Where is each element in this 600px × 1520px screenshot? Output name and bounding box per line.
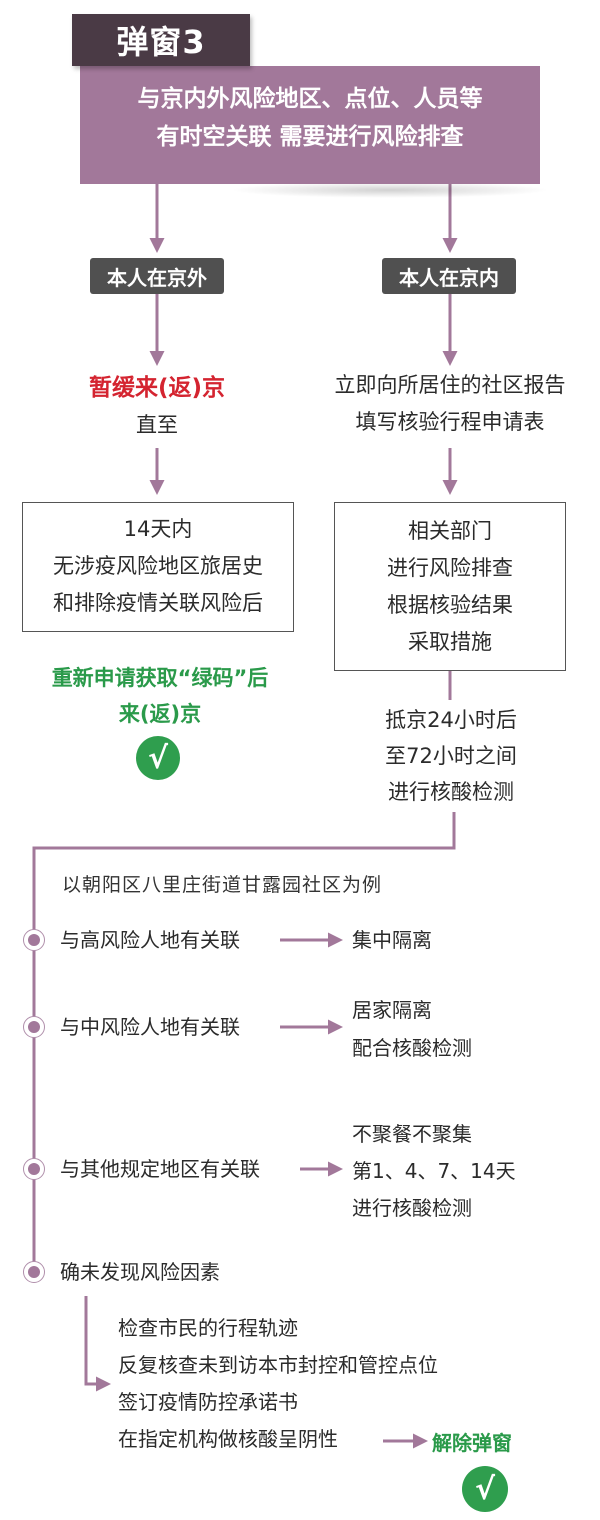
final-step: 在指定机构做核酸呈阴性: [118, 1427, 338, 1451]
final-step: 反复核查未到访本市封控和管控点位: [118, 1353, 438, 1377]
bullet-dot: [23, 1261, 45, 1283]
header-shadow: [230, 182, 550, 198]
mid-risk-result: 居家隔离: [352, 998, 432, 1022]
example-caption: 以朝阳区八里庄街道甘露园社区为例: [62, 874, 383, 896]
fill-form-text: 填写核验行程申请表: [355, 410, 545, 434]
left-step-text: 暂缓来(返)京 直至: [40, 370, 274, 444]
bullet-dot: [23, 929, 45, 951]
green-code-line-1: 重新申请获取“绿码”后: [51, 666, 269, 690]
after-line: 抵京24小时后: [385, 708, 517, 732]
check-icon: √: [462, 1466, 508, 1512]
arrow-final-branch: [84, 1296, 111, 1392]
green-code-line-2: 来(返)京: [118, 702, 202, 726]
after-line: 至72小时之间: [385, 744, 517, 768]
mid-risk-label: 与中风险人地有关联: [60, 1015, 240, 1039]
popup-tag: 弹窗3: [72, 14, 250, 66]
release-popup-text: 解除弹窗: [432, 1431, 512, 1455]
other-region-result: 进行核酸检测: [352, 1196, 472, 1220]
other-region-results: 不聚餐不聚集 第1、4、7、14天 进行核酸检测: [352, 1116, 516, 1227]
inside-beijing-pill: 本人在京内: [382, 258, 516, 294]
final-step: 检查市民的行程轨迹: [118, 1316, 298, 1340]
left-box-line: 无涉疫风险地区旅居史: [53, 554, 263, 578]
no-risk-label: 确未发现风险因素: [60, 1260, 220, 1284]
green-code-text: 重新申请获取“绿码”后 来(返)京: [10, 660, 310, 732]
right-box-line: 根据核验结果: [387, 593, 513, 617]
final-steps: 检查市民的行程轨迹 反复核查未到访本市封控和管控点位 签订疫情防控承诺书 在指定…: [118, 1310, 438, 1458]
check-icon: √: [136, 736, 180, 780]
header-line-1: 与京内外风险地区、点位、人员等: [137, 86, 483, 112]
high-risk-label: 与高风险人地有关联: [60, 928, 240, 952]
header-text: 与京内外风险地区、点位、人员等 有时空关联 需要进行风险排查: [80, 80, 540, 156]
line-main-spine: [32, 812, 456, 1272]
after-line: 进行核酸检测: [388, 780, 514, 804]
right-box-line: 相关部门: [408, 519, 492, 543]
bullet-dot: [23, 1016, 45, 1038]
report-community-text: 立即向所居住的社区报告: [334, 373, 566, 397]
mid-risk-result: 配合核酸检测: [352, 1036, 472, 1060]
until-text: 直至: [136, 413, 178, 437]
final-step: 签订疫情防控承诺书: [118, 1390, 298, 1414]
outside-beijing-pill: 本人在京外: [90, 258, 224, 294]
right-step-text: 立即向所居住的社区报告 填写核验行程申请表: [300, 367, 600, 441]
other-region-result: 不聚餐不聚集: [352, 1122, 472, 1146]
right-box-line: 采取措施: [408, 630, 492, 654]
left-box-line: 和排除疫情关联风险后: [53, 591, 263, 615]
suspend-entry-text: 暂缓来(返)京: [88, 375, 226, 401]
left-box-line: 14天内: [123, 517, 193, 541]
header-line-2: 有时空关联 需要进行风险排查: [156, 124, 464, 150]
mid-risk-results: 居家隔离 配合核酸检测: [352, 991, 472, 1067]
left-condition-box: 14天内 无涉疫风险地区旅居史 和排除疫情关联风险后: [22, 502, 294, 632]
right-box-line: 进行风险排查: [387, 556, 513, 580]
header-box: [80, 66, 540, 184]
other-region-result: 第1、4、7、14天: [352, 1159, 516, 1183]
right-check-box: 相关部门 进行风险排查 根据核验结果 采取措施: [334, 502, 566, 671]
bullet-dot: [23, 1158, 45, 1180]
nucleic-test-text: 抵京24小时后 至72小时之间 进行核酸检测: [335, 702, 567, 810]
high-risk-result: 集中隔离: [352, 928, 432, 952]
other-region-label: 与其他规定地区有关联: [60, 1157, 260, 1181]
